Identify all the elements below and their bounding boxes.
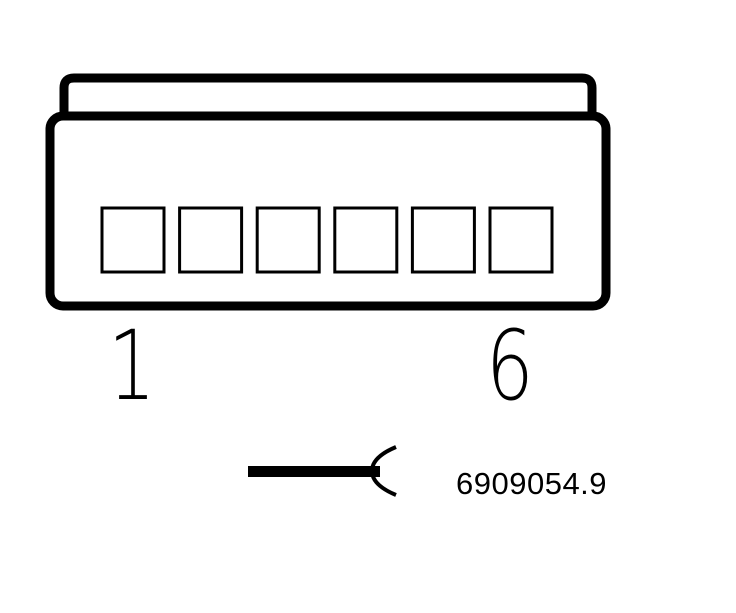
wire — [248, 466, 380, 477]
pin-cavity — [255, 206, 321, 274]
connector-back-shell — [59, 73, 597, 112]
pin-cavity — [410, 206, 476, 274]
pin-label-last: 6 — [486, 310, 534, 422]
pin-label-first: 1 — [108, 310, 156, 422]
female-connector-wire-icon — [248, 445, 397, 497]
terminal-receptacle — [369, 445, 397, 497]
pin-cavity — [178, 206, 244, 274]
part-number: 6909054.9 — [456, 466, 608, 501]
pin-cavity — [100, 206, 166, 274]
pin-cavity — [488, 206, 554, 274]
pin-cavity — [333, 206, 399, 274]
pin-cavities — [100, 206, 554, 274]
